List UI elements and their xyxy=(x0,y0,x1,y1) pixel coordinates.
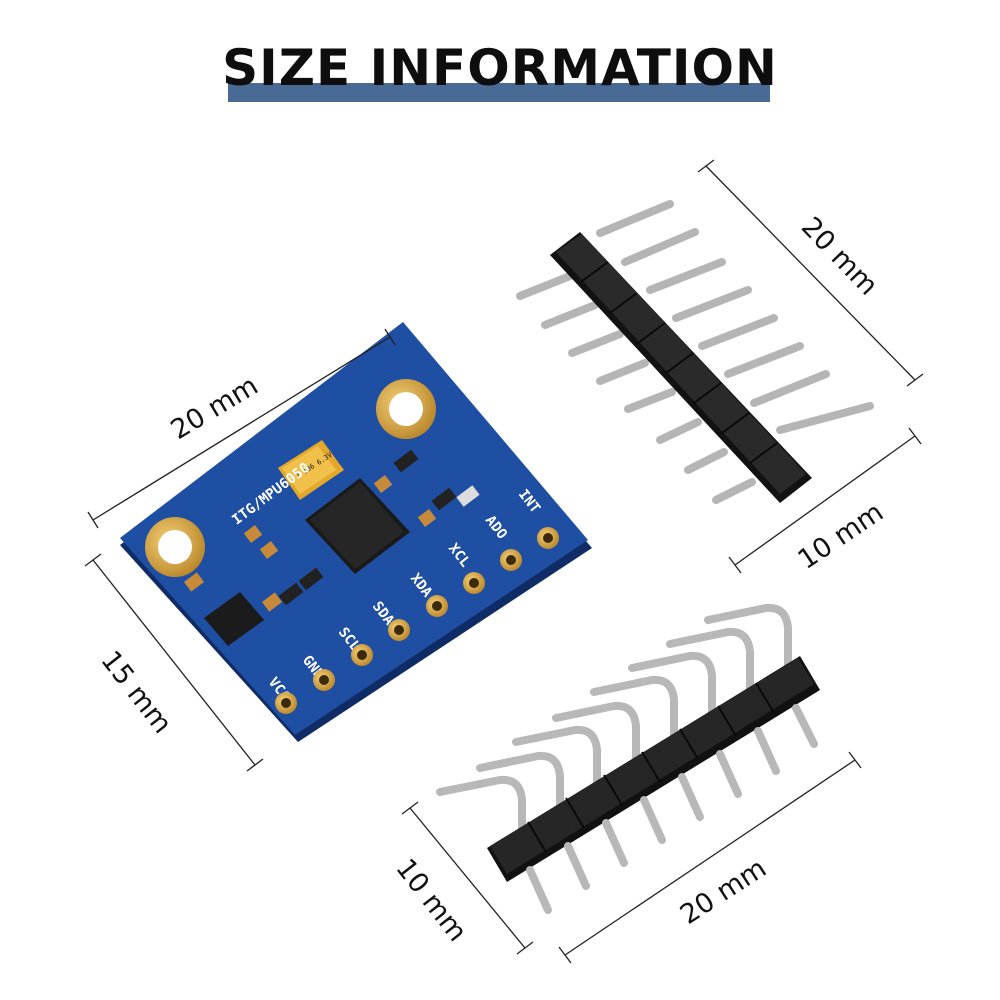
dimension-straight-header-width xyxy=(728,427,922,574)
dimension-label-straight-header-length: 20 mm xyxy=(795,211,884,301)
mpu6050-chip xyxy=(305,478,410,574)
mounting-hole-top xyxy=(376,379,436,439)
tantalum-capacitor: J 106 6.3V xyxy=(278,440,344,500)
dimension-angled-header-height xyxy=(401,801,534,955)
pin-pad xyxy=(537,527,559,549)
title-underline-bar xyxy=(228,83,770,102)
page-title: SIZE INFORMATION xyxy=(222,39,778,97)
pin-pad xyxy=(388,619,410,641)
dimension-label-board-height: 15 mm xyxy=(94,645,177,739)
dimension-angled-header-length xyxy=(558,751,862,964)
angled-header-body xyxy=(487,656,820,882)
dimension-board-width xyxy=(87,328,396,529)
dimension-label-angled-header-length: 20 mm xyxy=(675,853,772,931)
dimension-label-straight-header-width: 10 mm xyxy=(793,497,890,576)
mounting-hole-left xyxy=(145,517,205,577)
pin-pad xyxy=(313,669,335,691)
header-body xyxy=(550,232,812,503)
header-pins-lower xyxy=(516,272,756,504)
dimension-straight-header-length xyxy=(697,159,924,387)
header-pins-upper xyxy=(596,200,874,434)
right-angle-pin-header xyxy=(436,603,820,914)
pin-pad xyxy=(463,572,485,594)
title-area: SIZE INFORMATION xyxy=(0,0,1000,120)
angled-pin-stubs xyxy=(526,704,818,914)
pin-pad xyxy=(275,692,297,714)
straight-pin-header xyxy=(516,200,874,504)
dimension-label-angled-header-height: 10 mm xyxy=(389,853,472,947)
voltage-regulator xyxy=(204,592,264,646)
pin-pads xyxy=(275,527,559,714)
angled-pins xyxy=(436,603,792,846)
dimension-board-height xyxy=(84,553,264,772)
pin-pad xyxy=(500,549,522,571)
pin-pad xyxy=(426,595,448,617)
pin-pad xyxy=(351,644,373,666)
mpu6050-board: J 106 6.3V ITG/MPU6050 VCC GND SCL SDA xyxy=(120,322,592,742)
smd-components xyxy=(184,449,480,646)
dimension-label-board-width: 20 mm xyxy=(166,370,264,446)
